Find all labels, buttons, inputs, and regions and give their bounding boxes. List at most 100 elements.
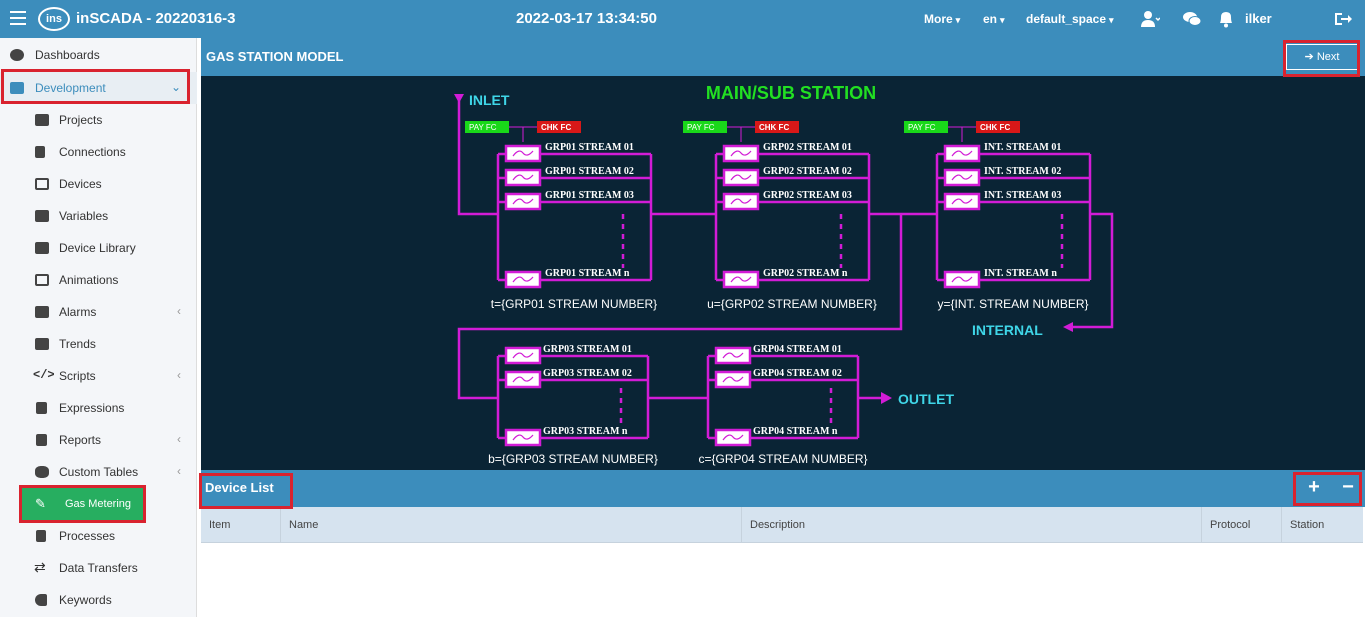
meter-icon [714,346,752,365]
meter-icon [943,144,981,163]
column-header-station[interactable]: Station [1290,519,1325,531]
pay-fc-badge [465,121,509,133]
meter-icon [504,346,542,365]
column-header-item[interactable]: Item [201,507,281,543]
stream-label: GRP01 STREAM n [545,268,630,279]
sidebar-item-projects[interactable]: Projects [0,104,197,136]
sidebar-item-scripts[interactable]: </> Scripts ‹ [0,360,197,392]
stream-label: GRP02 STREAM 01 [763,142,852,153]
sidebar-item-label: Connections [59,145,126,159]
file-icon [36,434,47,446]
chk-fc-label: CHK FC [759,123,789,132]
device-table-body [201,543,1363,617]
space-label: default_space [1026,12,1107,26]
sidebar-item-label: Alarms [59,305,97,319]
outlet-arrow [881,392,892,404]
sidebar-item-label: Processes [59,529,116,543]
sidebar-item-variables[interactable]: Variables [0,200,197,232]
user-icon[interactable] [1140,10,1160,28]
remove-device-button[interactable]: − [1342,476,1354,498]
sidebar-item-processes[interactable]: Processes [0,520,197,552]
signal-icon [35,338,49,350]
sidebar-item-expressions[interactable]: Expressions [0,392,197,424]
meter-icon [722,270,760,289]
shuffle-icon: ⇄ [34,559,46,575]
diagram-title: MAIN/SUB STATION [706,83,876,103]
sidebar-item-label: Data Transfers [59,561,138,575]
logout-icon[interactable] [1333,10,1353,28]
internal-arrow [1063,322,1073,332]
internal-label: INTERNAL [972,322,1043,338]
sidebar-item-label: Keywords [59,593,112,607]
microchip-icon [36,530,46,542]
sidebar-item-dashboards[interactable]: Dashboards [0,39,197,71]
pay-fc-badge [904,121,948,133]
space-menu[interactable]: default_space▾ [1026,12,1114,26]
group-caption: b={GRP03 STREAM NUMBER} [488,452,658,466]
sidebar-item-label: Gas Metering [65,498,132,510]
chat-icon[interactable] [1182,10,1202,28]
sidebar-item-devices[interactable]: Devices [0,168,197,200]
meter-icon [943,270,981,289]
language-menu[interactable]: en▾ [983,12,1005,26]
sidebar-item-data-transfers[interactable]: ⇄ Data Transfers [0,552,197,584]
meter-icon [714,370,752,389]
device-list-title: Device List [205,480,274,495]
sidebar-item-device-library[interactable]: Device Library [0,232,197,264]
next-button[interactable]: ➔ Next [1286,44,1358,70]
sidebar-item-label: Devices [59,177,102,191]
chevron-left-icon: ‹ [177,368,181,382]
sidebar-item-trends[interactable]: Trends [0,328,197,360]
sidebar-item-label: Reports [59,433,102,447]
monitor-icon [35,178,49,190]
chk-fc-badge [976,121,1020,133]
meter-icon [714,428,752,447]
device-list-header: Device List + − [201,470,1365,507]
menu-toggle-icon[interactable] [10,11,26,25]
code-icon: </> [33,368,55,382]
sidebar-item-alarms[interactable]: Alarms ‹ [0,296,197,328]
sidebar-item-animations[interactable]: Animations [0,264,197,296]
main-header: GAS STATION MODEL ➔ Next [201,38,1365,76]
sidebar-item-development[interactable]: Development ⌄ [0,72,197,104]
bell-icon[interactable] [1216,10,1236,28]
chevron-down-icon: ⌄ [170,80,181,94]
sidebar-item-label: Development [35,81,106,95]
more-menu[interactable]: More▾ [924,12,960,26]
stream-label: INT. STREAM n [984,268,1057,279]
chevron-left-icon: ‹ [177,432,181,446]
stream-label: GRP01 STREAM 03 [545,190,634,201]
meter-icon [943,168,981,187]
sidebar-item-reports[interactable]: Reports ‹ [0,424,197,456]
stream-label: GRP03 STREAM 01 [543,344,632,355]
lower-feed-pipe [457,214,903,400]
user-name[interactable]: ilker [1245,11,1272,26]
meter-icon [504,192,542,211]
meter-icon [722,168,760,187]
pay-fc-label: PAY FC [469,123,497,132]
chevron-left-icon: ‹ [177,304,181,318]
chk-fc-label: CHK FC [980,123,1010,132]
sidebar-item-connections[interactable]: Connections [0,136,197,168]
sidebar: Dashboards Development ⌄ Projects Connect… [0,38,197,617]
column-header-protocol[interactable]: Protocol [1202,507,1282,543]
internal-pipe [1071,212,1114,329]
sidebar-item-keywords[interactable]: Keywords [0,584,197,616]
sidebar-item-custom-tables[interactable]: Custom Tables‹ [0,456,197,488]
pay-fc-label: PAY FC [908,123,936,132]
column-header-description[interactable]: Description [742,507,1202,543]
sidebar-item-label: Dashboards [35,48,100,62]
add-device-button[interactable]: + [1308,476,1320,498]
top-navbar: ins inSCADA - 20220316-3 2022-03-17 13:3… [0,0,1365,38]
sidebar-item-label: Scripts [59,369,96,383]
meter-icon [504,370,542,389]
stream-label: INT. STREAM 03 [984,190,1061,201]
stream-label: GRP01 STREAM 01 [545,142,634,153]
bullhorn-icon [35,306,49,318]
meter-icon [504,144,542,163]
sidebar-item-gas-metering[interactable]: ✎Gas Metering [22,488,143,520]
chk-fc-badge [537,121,581,133]
column-header-name[interactable]: Name [281,507,742,543]
